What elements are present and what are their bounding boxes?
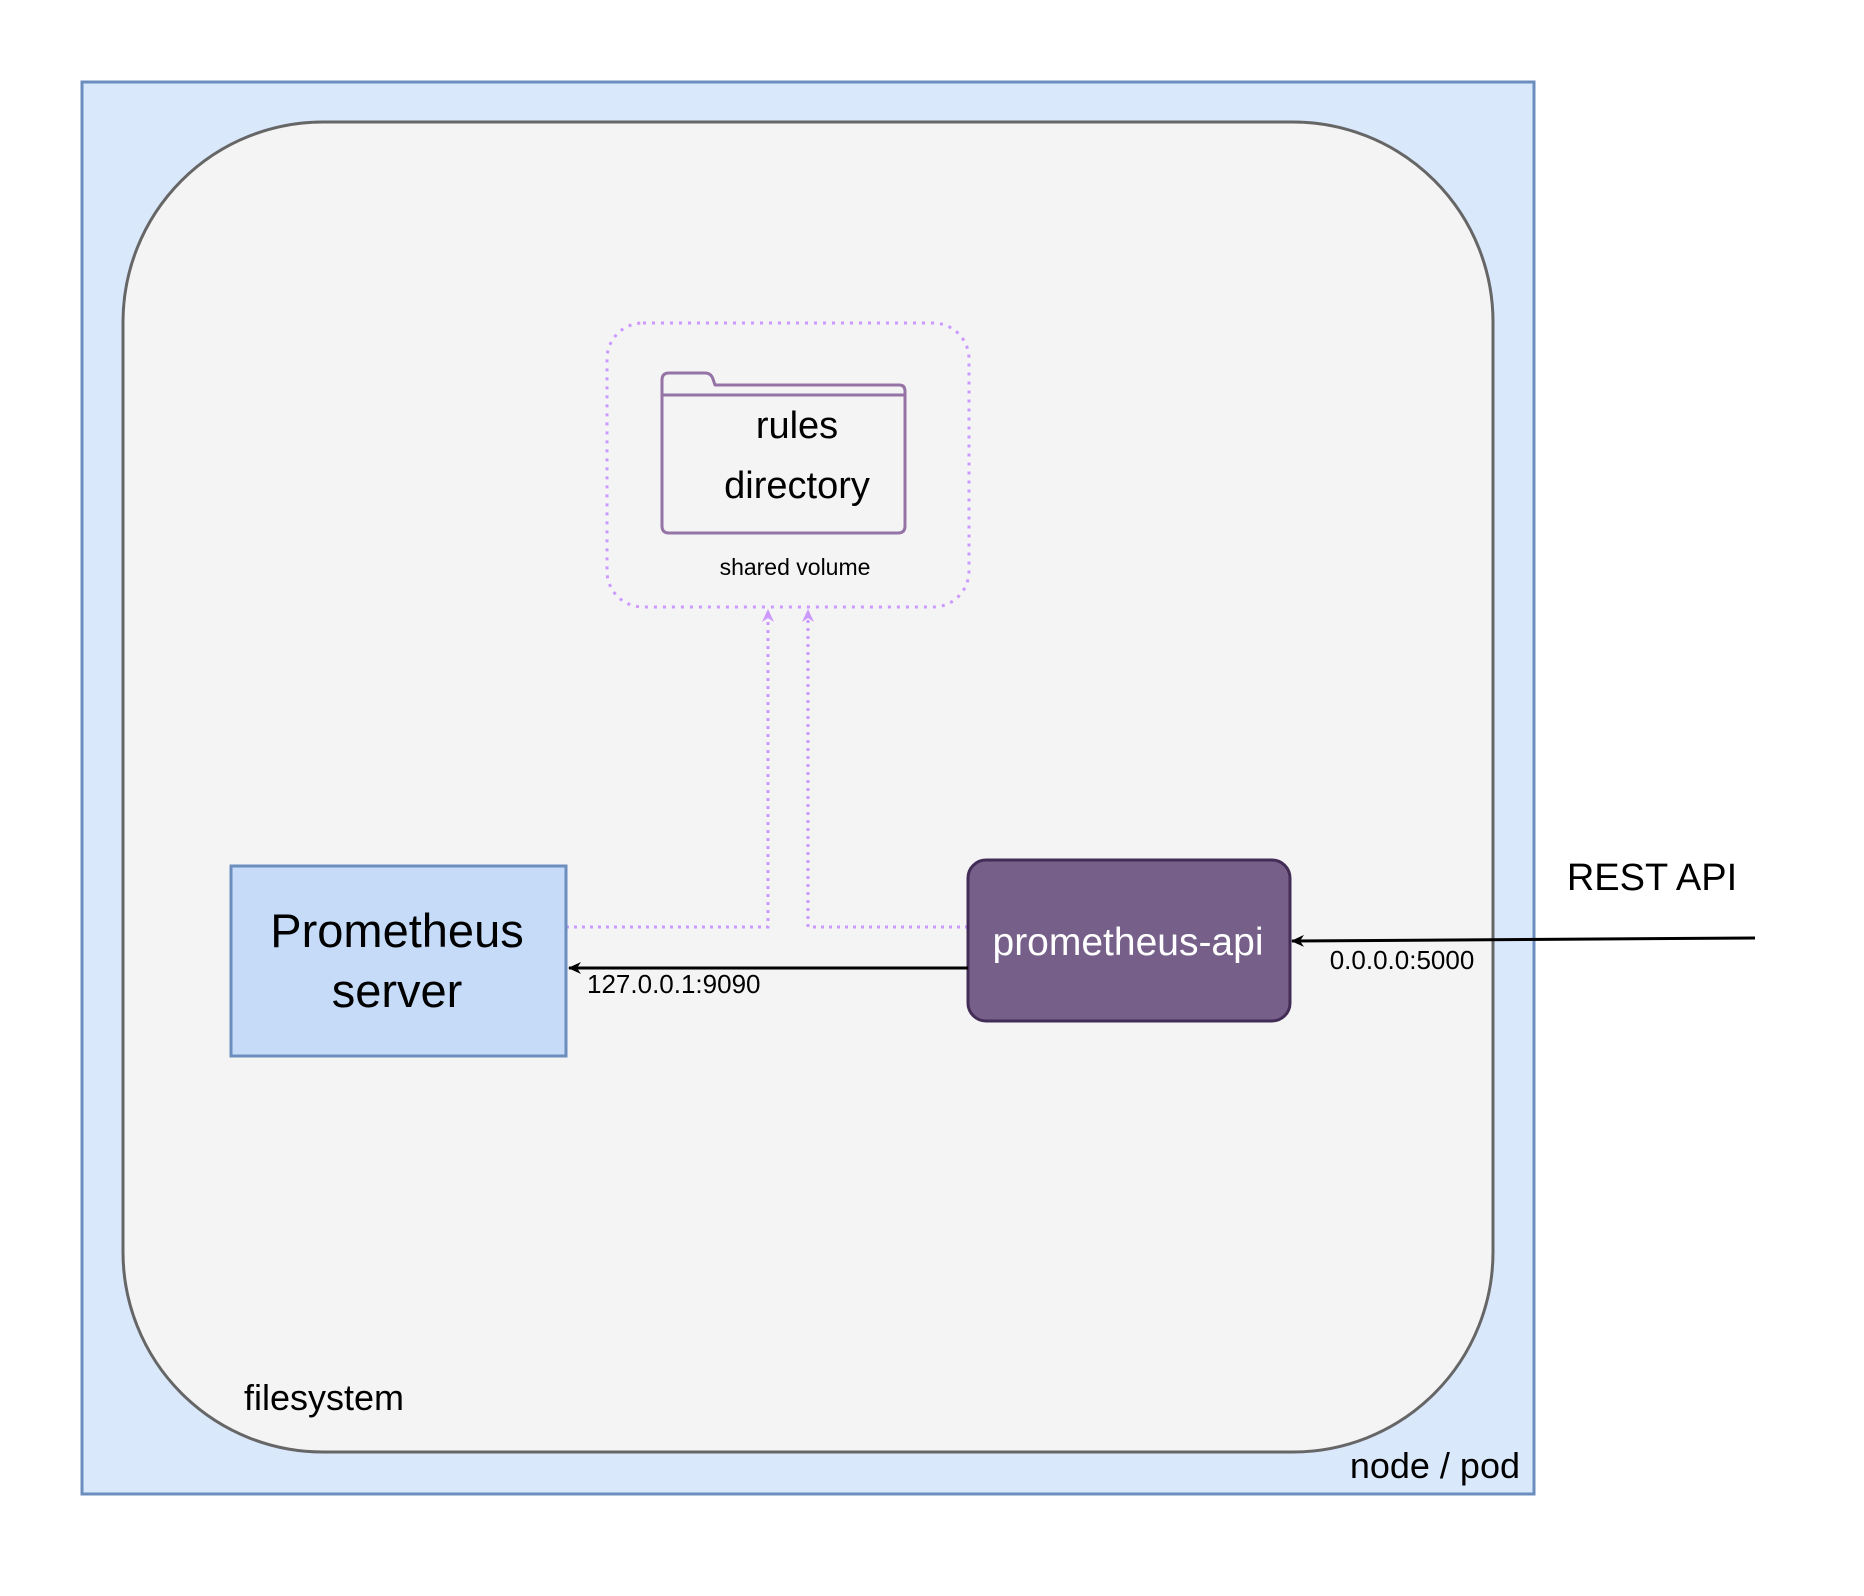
filesystem-label: filesystem xyxy=(244,1377,404,1418)
prometheus-server-box xyxy=(229,864,568,1058)
prometheus-server-node[interactable]: Prometheus server xyxy=(229,864,568,1058)
folder-icon xyxy=(660,371,907,535)
prometheus-api-node[interactable]: prometheus-api xyxy=(966,858,1292,1023)
rest-api-label: REST API xyxy=(1567,857,1737,899)
rest-to-api-edge-label: 0.0.0.0:5000 xyxy=(1330,945,1475,975)
filesystem-box xyxy=(121,120,1495,1454)
rest-to-api-edge xyxy=(1291,934,1756,947)
shared-volume-label: shared volume xyxy=(720,554,871,580)
api-to-volume-edge xyxy=(802,609,968,929)
shared-volume-group: rules directory shared volume xyxy=(605,321,971,609)
node-pod-label: node / pod xyxy=(1350,1445,1520,1486)
api-to-server-edge-label: 127.0.0.1:9090 xyxy=(587,969,761,999)
server-to-volume-edge xyxy=(566,609,774,929)
rules-directory-label-line1: rules xyxy=(756,405,838,447)
rules-directory-label-line2: directory xyxy=(724,465,870,507)
prometheus-server-label-line1: Prometheus xyxy=(270,904,523,957)
prometheus-api-box xyxy=(966,858,1292,1023)
filesystem-container: filesystem xyxy=(121,120,1495,1454)
rules-directory[interactable]: rules directory xyxy=(660,371,907,535)
prometheus-server-label-line2: server xyxy=(332,964,463,1017)
prometheus-api-label: prometheus-api xyxy=(993,921,1264,964)
shared-volume-box xyxy=(605,321,971,609)
